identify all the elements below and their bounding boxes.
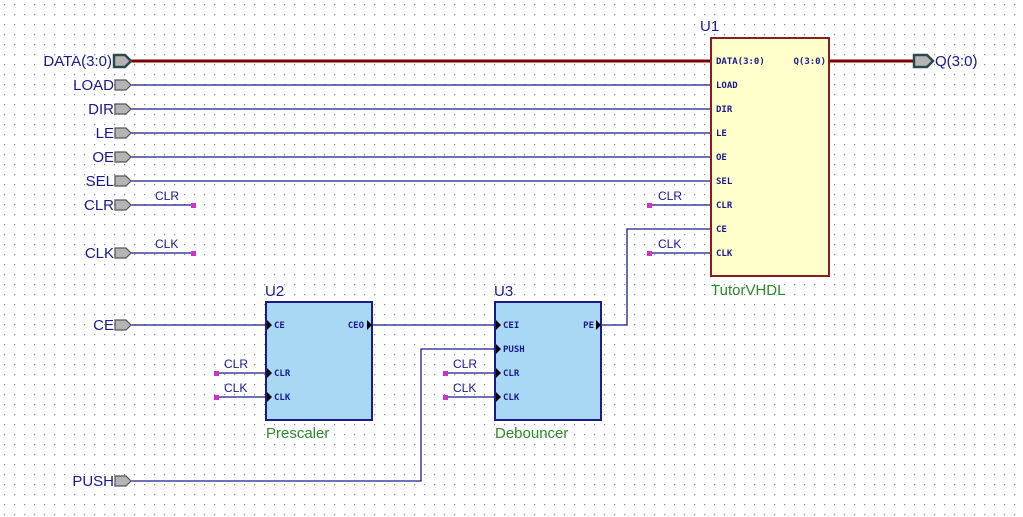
input-port-icon (114, 319, 132, 331)
port-q[interactable]: Q(3:0) (912, 53, 978, 70)
output-arrow-icon (367, 320, 372, 330)
component-body[interactable] (265, 301, 373, 421)
port-label: CLR (84, 197, 114, 214)
input-port-icon (114, 127, 132, 139)
port-data[interactable]: DATA(3:0) (43, 53, 133, 70)
input-port-icon (114, 475, 132, 487)
component-type: TutorVHDL (711, 282, 785, 299)
net-labels: CLR CLK CLR CLK CLR CLK CLR CLK (155, 189, 682, 395)
port-label: Q(3:0) (935, 53, 978, 70)
clock-edge-icon (496, 392, 501, 402)
net-stub (647, 203, 652, 208)
port-sel[interactable]: SEL (86, 173, 132, 190)
component-ref: U2 (265, 283, 284, 300)
component-ref: U1 (700, 18, 719, 35)
net-label-clk: CLK (155, 237, 178, 251)
clock-edge-icon (496, 344, 501, 354)
port-label: LOAD (73, 77, 114, 94)
component-body[interactable] (494, 301, 602, 421)
bus-input-port-icon (112, 53, 133, 69)
net-stub (443, 395, 448, 400)
clock-edge-icon (496, 320, 501, 330)
wires (131, 59, 914, 482)
port-label: LE (96, 125, 114, 142)
port-oe[interactable]: OE (92, 149, 132, 166)
pin-label: CEI (503, 321, 519, 331)
port-label: CLK (85, 245, 114, 262)
net-stub (647, 251, 652, 256)
port-label: OE (92, 149, 114, 166)
net-label-clk: CLK (658, 237, 681, 251)
port-ce[interactable]: CE (93, 317, 132, 334)
port-label: DIR (88, 101, 114, 118)
push-wire[interactable] (131, 348, 495, 482)
port-load[interactable]: LOAD (73, 77, 132, 94)
component-body[interactable] (710, 37, 830, 277)
bus-output-port-icon (912, 53, 935, 69)
clock-edge-icon (267, 368, 272, 378)
net-stub (191, 251, 196, 256)
port-label: PUSH (72, 473, 114, 490)
net-label-clr: CLR (453, 357, 477, 371)
input-port-icon (114, 247, 132, 259)
net-stub (443, 371, 448, 376)
pin-label: CE (274, 321, 285, 331)
net-label-clr: CLR (658, 189, 682, 203)
pin-label: CLK (503, 393, 520, 403)
pin-label: CEO (348, 321, 365, 331)
port-dir[interactable]: DIR (88, 101, 132, 118)
pin-label: PUSH (503, 345, 525, 355)
net-stub (214, 395, 219, 400)
pin-label: OE (716, 153, 727, 163)
pin-label: CLK (716, 249, 733, 259)
port-push[interactable]: PUSH (72, 473, 132, 490)
port-le[interactable]: LE (96, 125, 132, 142)
pe-to-ce-wire[interactable] (601, 228, 712, 326)
input-port-icon (114, 151, 132, 163)
component-u1[interactable]: U1 DATA(3:0) LOAD DIR LE OE SEL CLR CE C… (700, 18, 830, 299)
pin-label: CLK (274, 393, 291, 403)
pin-label: CE (716, 225, 727, 235)
clock-edge-icon (267, 392, 272, 402)
port-label: CE (93, 317, 114, 334)
clock-edge-icon (267, 320, 272, 330)
net-label-clk: CLK (224, 381, 247, 395)
port-label: DATA(3:0) (43, 53, 112, 70)
component-ref: U3 (494, 283, 513, 300)
input-port-icon (114, 103, 132, 115)
pin-label: SEL (716, 177, 733, 187)
pin-label: CLR (716, 201, 733, 211)
pin-label: LOAD (716, 81, 738, 91)
net-stub (191, 203, 196, 208)
clock-edge-icon (496, 368, 501, 378)
net-label-clk: CLK (453, 381, 476, 395)
port-clr[interactable]: CLR (84, 197, 132, 214)
component-u2[interactable]: U2 CE CLR CLK CEO Prescaler (265, 283, 373, 442)
port-label: SEL (86, 173, 114, 190)
output-arrow-icon (596, 320, 601, 330)
net-stub (214, 371, 219, 376)
input-port-icon (114, 175, 132, 187)
pin-label: LE (716, 129, 727, 139)
port-clk[interactable]: CLK (85, 245, 132, 262)
pin-label: CLR (503, 369, 520, 379)
net-label-clr: CLR (224, 357, 248, 371)
input-port-icon (114, 79, 132, 91)
input-ports: DATA(3:0) LOAD DIR LE OE SEL CLR CLK (43, 53, 133, 490)
pin-label: DATA(3:0) (716, 57, 765, 67)
net-stubs (191, 203, 652, 400)
pin-label: CLR (274, 369, 291, 379)
net-label-clr: CLR (155, 189, 179, 203)
input-port-icon (114, 199, 132, 211)
component-type: Prescaler (266, 425, 329, 442)
component-u3[interactable]: U3 CEI PUSH CLR CLK PE Debouncer (494, 283, 602, 442)
pin-label: Q(3:0) (793, 57, 826, 67)
pin-label: PE (583, 321, 594, 331)
component-type: Debouncer (495, 425, 568, 442)
pin-label: DIR (716, 105, 733, 115)
